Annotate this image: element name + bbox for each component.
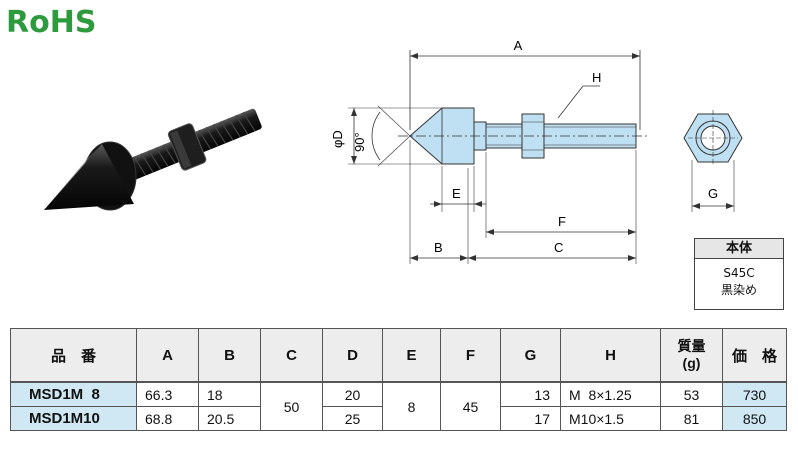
dim-g-label: G (708, 186, 718, 201)
header-model: 品 番 (10, 328, 137, 383)
technical-drawing: A H φD 90° E F B C (330, 38, 743, 264)
spec-table: 品 番 A B C D E F G H 質量 (g) 価 格 MSD1M 8 6… (10, 328, 787, 431)
row-g: 13 (500, 381, 561, 407)
table-row: MSD1M 8 66.3 18 50 20 8 45 13 M 8×1.25 5… (10, 381, 787, 431)
material-steel: S45C (723, 266, 755, 280)
dim-b-label: B (434, 240, 443, 255)
header-weight: 質量 (g) (660, 328, 723, 383)
header-g: G (500, 328, 561, 383)
header-d: D (322, 328, 383, 383)
header-price: 価 格 (722, 328, 787, 383)
material-box: 本体 S45C 黒染め (694, 238, 784, 310)
material-finish: 黒染め (720, 283, 757, 297)
header-e: E (382, 328, 441, 383)
row-b: 18 (198, 381, 261, 407)
row-h: M 8×1.25 (560, 381, 661, 407)
dim-angle-label: 90° (352, 132, 367, 152)
row-d: 20 (322, 381, 383, 407)
rohs-logo: RoHS (6, 5, 96, 40)
row-model: MSD1M10 (10, 406, 137, 431)
shared-e: 8 (382, 381, 441, 431)
header-c: C (260, 328, 323, 383)
dim-a-label: A (514, 38, 523, 53)
header-h: H (560, 328, 661, 383)
header-a: A (136, 328, 199, 383)
rohs-logo-text: RoHS (6, 5, 96, 40)
header-weight-unit: (g) (682, 355, 701, 371)
shared-c: 50 (260, 381, 323, 431)
row-price: 850 (722, 406, 787, 431)
row-a: 66.3 (136, 381, 199, 407)
row-model: MSD1M 8 (10, 381, 137, 407)
shared-f: 45 (440, 381, 501, 431)
dim-f-label: F (558, 214, 566, 229)
row-a: 68.8 (136, 406, 199, 431)
dim-h-label: H (592, 70, 601, 85)
material-header: 本体 (695, 239, 783, 259)
row-price: 730 (722, 381, 787, 407)
table-header-row: 品 番 A B C D E F G H 質量 (g) 価 格 (10, 328, 787, 383)
product-photo (44, 108, 262, 211)
dim-d-label: φD (330, 130, 345, 148)
row-weight: 81 (660, 406, 723, 431)
header-f: F (440, 328, 501, 383)
material-body: S45C 黒染め (695, 259, 783, 299)
table-row: MSD1M10 68.8 20.5 25 17 M10×1.5 81 850 (10, 406, 787, 431)
row-weight: 53 (660, 381, 723, 407)
row-b: 20.5 (198, 406, 261, 431)
row-d: 25 (322, 406, 383, 431)
header-b: B (198, 328, 261, 383)
row-h: M10×1.5 (560, 406, 661, 431)
dim-e-label: E (452, 186, 461, 201)
dim-c-label: C (554, 240, 563, 255)
header-weight-label: 質量 (677, 338, 706, 354)
row-g: 17 (500, 406, 561, 431)
